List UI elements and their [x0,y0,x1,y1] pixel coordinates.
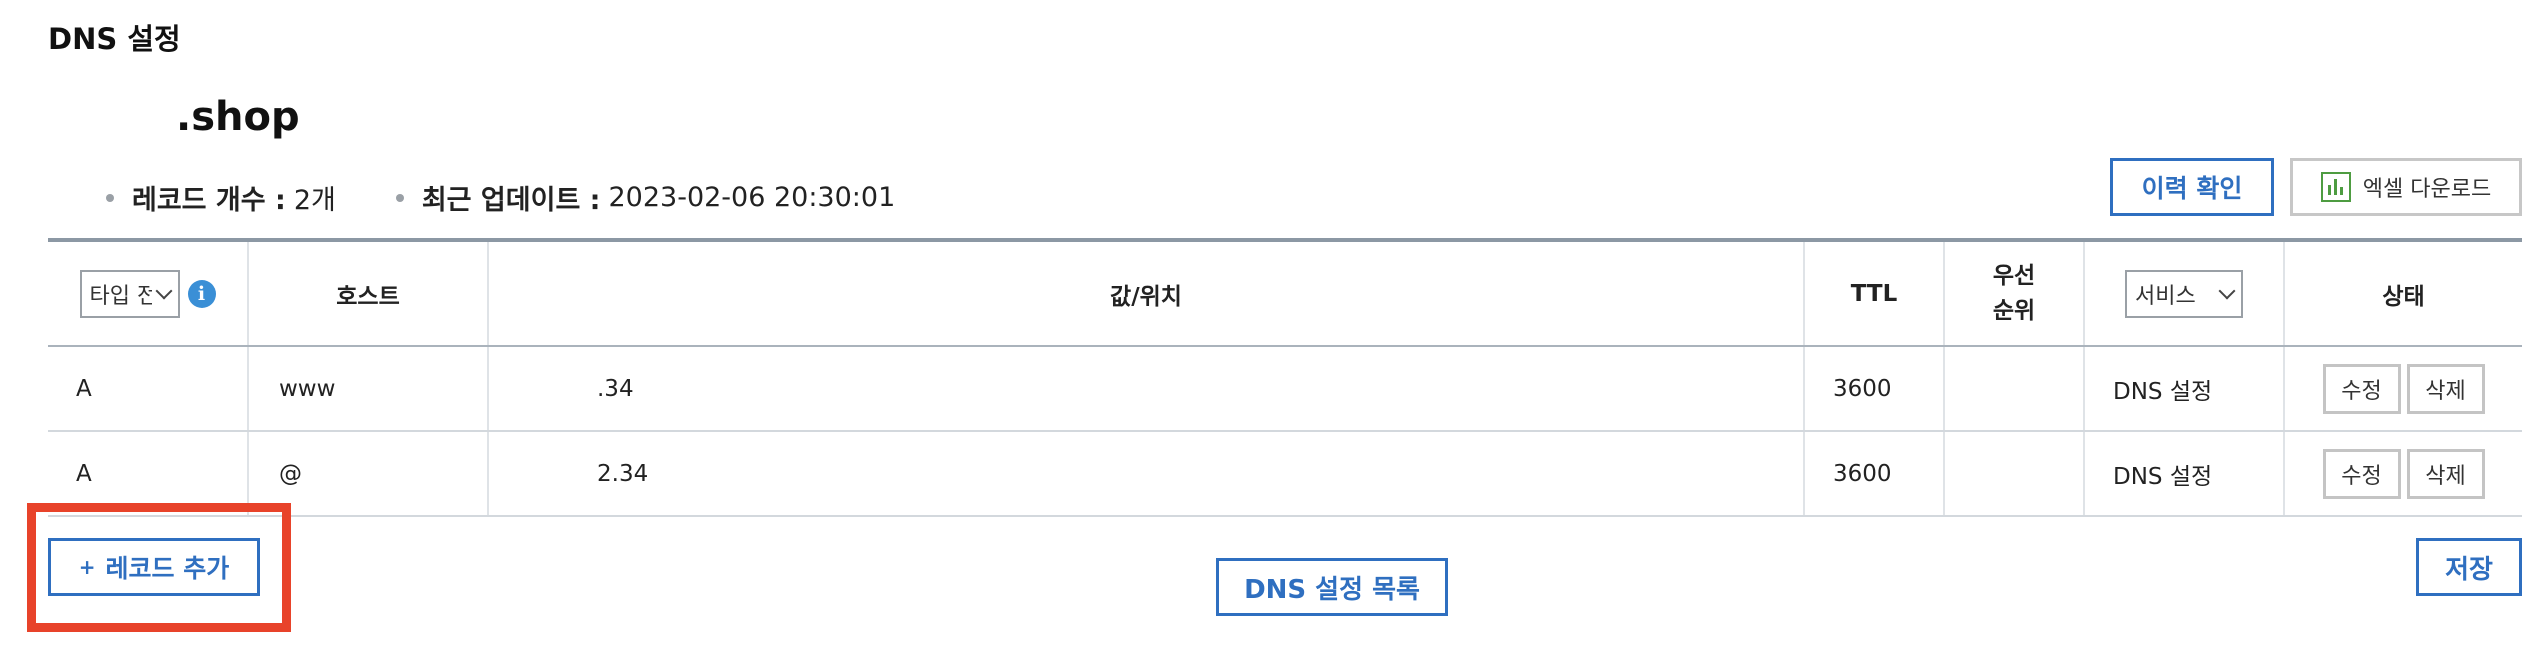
state-header: 상태 [2283,238,2522,347]
edit-button[interactable]: 수정 [2322,363,2401,414]
record-type: A [48,346,248,432]
record-type: A [48,431,248,517]
record-ttl: 3600 [1803,431,1944,517]
bullet-icon [395,193,404,202]
last-updated: 최근 업데이트 : 2023-02-06 20:30:01 [395,178,896,217]
dns-record-table: 타입 전 i 호스트 값/위치 TTL 우선 순위 서비스 상태 A www [48,238,2522,517]
record-value: .34 [487,346,1804,432]
priority-header-line1: 우선 [1992,263,2036,289]
service-filter-value: 서비스 [2135,283,2196,309]
last-updated-label: 최근 업데이트 : [421,185,601,216]
chevron-down-icon [2218,282,2236,299]
info-icon[interactable]: i [187,279,216,308]
page-title: DNS 설정 [48,22,181,56]
type-header: 타입 전 i [48,238,248,347]
record-service: DNS 설정 [2083,431,2284,517]
delete-button[interactable]: 삭제 [2406,448,2485,499]
record-host: www [247,346,488,432]
history-button[interactable]: 이력 확인 [2110,158,2274,216]
bullet-icon [106,193,114,202]
add-record-label: 레코드 추가 [105,554,230,583]
priority-header-line2: 순위 [1992,297,2036,324]
record-value: 2.34 [487,431,1804,517]
excel-chart-icon [2320,172,2351,202]
excel-download-button[interactable]: 엑셀 다운로드 [2290,158,2522,216]
service-filter-select[interactable]: 서비스 [2125,269,2243,318]
last-updated-value: 2023-02-06 20:30:01 [608,182,896,213]
edit-button[interactable]: 수정 [2322,448,2401,499]
ttl-header: TTL [1803,238,1944,347]
service-header: 서비스 [2083,238,2284,347]
type-filter-value: 타입 전 [89,283,152,309]
domain-name: .shop [176,94,300,140]
record-count-label: 레코드 개수 : [132,185,286,216]
record-summary: 레코드 개수 : 2개 최근 업데이트 : 2023-02-06 20:30:0… [106,178,895,217]
dns-list-button[interactable]: DNS 설정 목록 [1216,558,1448,616]
record-priority [1943,431,2084,517]
record-ttl: 3600 [1803,346,1944,432]
delete-button[interactable]: 삭제 [2406,363,2485,414]
add-record-button[interactable]: + 레코드 추가 [48,538,260,596]
record-service: DNS 설정 [2083,346,2284,432]
record-count-value: 2개 [293,185,336,216]
table-header-row: 타입 전 i 호스트 값/위치 TTL 우선 순위 서비스 상태 [48,238,2522,347]
type-filter-select[interactable]: 타입 전 [79,269,180,318]
add-record-highlight [27,503,291,632]
record-host: @ [247,431,488,517]
value-header: 값/위치 [487,238,1804,347]
excel-download-label: 엑셀 다운로드 [2362,177,2492,202]
priority-header: 우선 순위 [1943,238,2084,347]
host-header: 호스트 [247,238,488,347]
plus-icon: + [78,555,96,579]
record-count: 레코드 개수 : 2개 [106,178,336,217]
save-button[interactable]: 저장 [2416,538,2522,596]
record-priority [1943,346,2084,432]
chevron-down-icon [155,282,172,299]
